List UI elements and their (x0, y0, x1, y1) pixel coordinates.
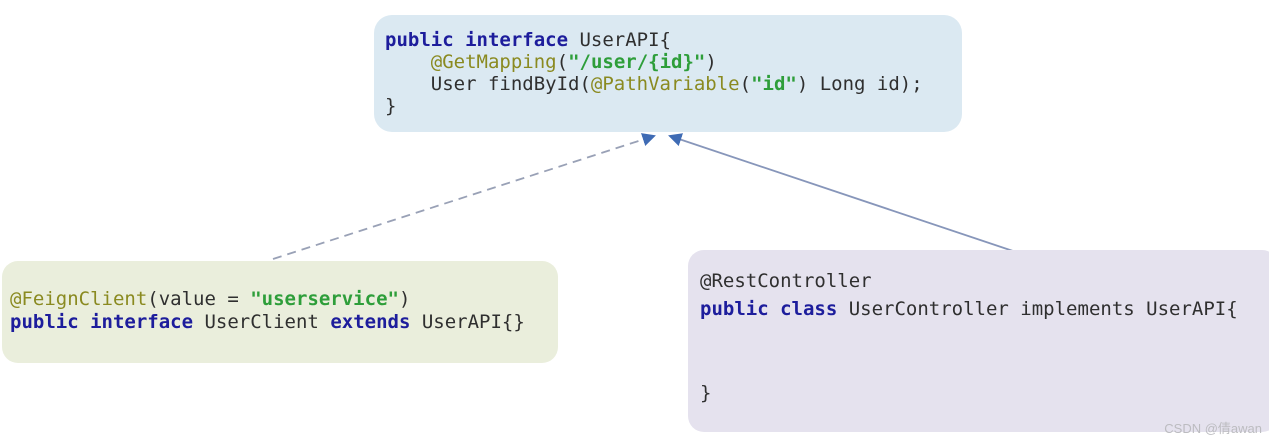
code-token: extends (330, 311, 411, 333)
code-token: ( (556, 51, 569, 73)
code-token: @RestController (700, 270, 872, 292)
code-token: UserAPI{} (410, 311, 525, 333)
code-line: public class UserController implements U… (700, 295, 1269, 323)
code-token: @FeignClient (10, 288, 148, 310)
code-token: UserClient (193, 311, 331, 333)
code-token: } (700, 382, 712, 404)
code-token: ) Long id); (796, 73, 923, 95)
userapi-interface-code-box: public interface UserAPI{ @GetMapping("/… (374, 15, 962, 132)
code-line (700, 323, 1269, 351)
code-token: ) (398, 288, 411, 310)
code-line: @GetMapping("/user/{id}") (385, 51, 962, 73)
code-token: UserController implements UserAPI{ (837, 298, 1238, 320)
code-token: ( (739, 73, 752, 95)
code-token: public interface (10, 311, 194, 333)
code-token: (value = (147, 288, 251, 310)
code-line: User findById(@PathVariable("id") Long i… (385, 73, 962, 95)
code-token: "/user/{id}" (568, 51, 706, 73)
code-token: ) (705, 51, 717, 73)
code-line: public interface UserClient extends User… (10, 311, 558, 334)
code-line: public interface UserAPI{ (385, 29, 962, 51)
code-token: public class (700, 298, 838, 320)
code-token: public interface (385, 29, 569, 51)
code-line: } (385, 95, 962, 117)
code-token: User findById( (385, 73, 591, 95)
code-line (700, 351, 1269, 379)
code-line: @RestController (700, 267, 1269, 295)
usercontroller-code-box: @RestController public class UserControll… (688, 250, 1269, 432)
extends-arrow-dashed (272, 133, 656, 260)
code-token: "userservice" (250, 288, 399, 310)
code-line: @FeignClient(value = "userservice") (10, 288, 558, 311)
code-line: } (700, 379, 1269, 407)
implements-arrow-solid (668, 133, 1014, 252)
code-token: } (385, 95, 397, 117)
code-token: @GetMapping (430, 51, 557, 73)
code-token: @PathVariable (590, 73, 740, 95)
userclient-feign-code-box: @FeignClient(value = "userservice")publi… (2, 261, 558, 363)
code-token (385, 51, 431, 73)
code-token: "id" (751, 73, 797, 95)
csdn-watermark: CSDN @倩awan (1164, 421, 1262, 436)
code-token: UserAPI{ (568, 29, 671, 51)
